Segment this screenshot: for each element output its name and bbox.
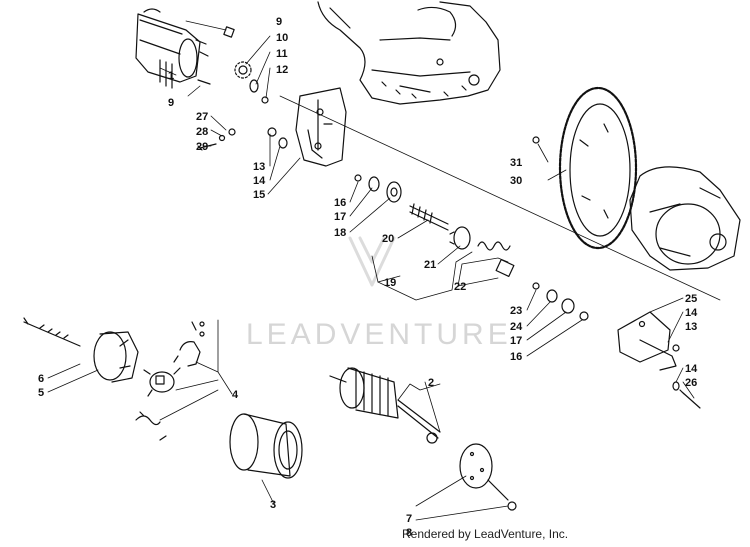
callout-16a: 16 bbox=[334, 197, 346, 209]
end-plate bbox=[459, 443, 493, 489]
callout-22: 22 bbox=[454, 281, 466, 293]
callout-30: 30 bbox=[510, 175, 522, 187]
sleeve-22 bbox=[495, 259, 515, 277]
washer-17b bbox=[561, 298, 575, 314]
callout-labels: 1 9 10 11 12 9 27 28 29 13 14 15 16 17 1… bbox=[38, 16, 698, 539]
lockwasher-28 bbox=[218, 134, 226, 142]
brush-spring-2 bbox=[159, 435, 167, 441]
field-housing bbox=[229, 413, 303, 479]
drive-end-housing bbox=[617, 311, 677, 371]
callout-29: 29 bbox=[196, 141, 208, 153]
callout-28: 28 bbox=[196, 126, 208, 138]
callout-10: 10 bbox=[276, 32, 288, 44]
callout-15: 15 bbox=[253, 189, 265, 201]
callout-17a: 17 bbox=[334, 211, 346, 223]
callout-9a: 9 bbox=[276, 16, 282, 28]
nut-9 bbox=[223, 26, 235, 38]
callout-3: 3 bbox=[270, 499, 276, 511]
callout-24: 24 bbox=[510, 321, 523, 333]
nut-13b bbox=[672, 344, 680, 352]
callout-14b: 14 bbox=[685, 307, 698, 319]
callout-12: 12 bbox=[276, 64, 288, 76]
ring-gear bbox=[558, 86, 638, 250]
drive-pinion-21 bbox=[449, 226, 471, 250]
callout-21: 21 bbox=[424, 259, 436, 271]
callout-4: 4 bbox=[232, 389, 239, 401]
washer-16 bbox=[354, 174, 362, 182]
callout-25: 25 bbox=[685, 293, 697, 305]
callout-31: 31 bbox=[510, 157, 522, 169]
pinion-gear bbox=[234, 61, 252, 79]
bushing-16b bbox=[579, 311, 589, 321]
callout-2: 2 bbox=[428, 377, 434, 389]
armature bbox=[329, 367, 441, 439]
callout-8: 8 bbox=[406, 527, 412, 539]
bolt-26 bbox=[679, 389, 701, 409]
starter-motor bbox=[135, 8, 209, 89]
callout-13a: 13 bbox=[253, 161, 265, 173]
drive-shaft-20 bbox=[409, 203, 449, 231]
callout-17b: 17 bbox=[510, 335, 522, 347]
callout-1: 1 bbox=[168, 70, 174, 82]
callout-20: 20 bbox=[382, 233, 394, 245]
callout-7: 7 bbox=[406, 513, 412, 525]
callout-14c: 14 bbox=[685, 363, 698, 375]
bearing-18 bbox=[386, 181, 402, 203]
callout-9b: 9 bbox=[168, 97, 174, 109]
callout-19: 19 bbox=[384, 277, 396, 289]
clip-12 bbox=[261, 96, 269, 104]
spring-22 bbox=[477, 241, 511, 251]
callout-16b: 16 bbox=[510, 351, 522, 363]
exploded-axis bbox=[279, 95, 721, 301]
leader-lines bbox=[47, 20, 695, 521]
washer-17 bbox=[368, 176, 380, 192]
bolt-31 bbox=[532, 136, 540, 144]
brush-holder bbox=[143, 367, 181, 397]
washer-27 bbox=[228, 128, 236, 136]
drive-clutch bbox=[629, 166, 741, 271]
armature-washer bbox=[426, 432, 438, 444]
mounting-bracket bbox=[295, 87, 347, 167]
nut-8 bbox=[507, 501, 517, 511]
plate-pin bbox=[487, 479, 509, 501]
nut-13 bbox=[267, 127, 277, 137]
brush-spring bbox=[135, 411, 161, 426]
callout-13b: 13 bbox=[685, 321, 697, 333]
callout-27: 27 bbox=[196, 111, 208, 123]
callout-14a: 14 bbox=[253, 175, 266, 187]
callout-5: 5 bbox=[38, 387, 44, 399]
through-bolt bbox=[23, 317, 81, 347]
bolt-9 bbox=[197, 79, 211, 85]
washer-11 bbox=[249, 79, 259, 93]
watermark-logo bbox=[348, 236, 396, 287]
commutator-end-cap bbox=[93, 331, 139, 383]
callout-18: 18 bbox=[334, 227, 346, 239]
callout-26: 26 bbox=[685, 377, 697, 389]
washer-14b bbox=[672, 381, 680, 391]
washer-24 bbox=[546, 289, 558, 303]
washer-23 bbox=[532, 282, 540, 290]
callout-6: 6 bbox=[38, 373, 44, 385]
footer-credit: Rendered by LeadVenture, Inc. bbox=[402, 527, 569, 541]
callout-11: 11 bbox=[276, 48, 288, 60]
callout-23: 23 bbox=[510, 305, 522, 317]
brush-set bbox=[173, 321, 205, 367]
watermark-text: LEADVENTURE bbox=[246, 318, 512, 351]
washer-14 bbox=[278, 137, 288, 149]
engine-block bbox=[317, 1, 501, 105]
